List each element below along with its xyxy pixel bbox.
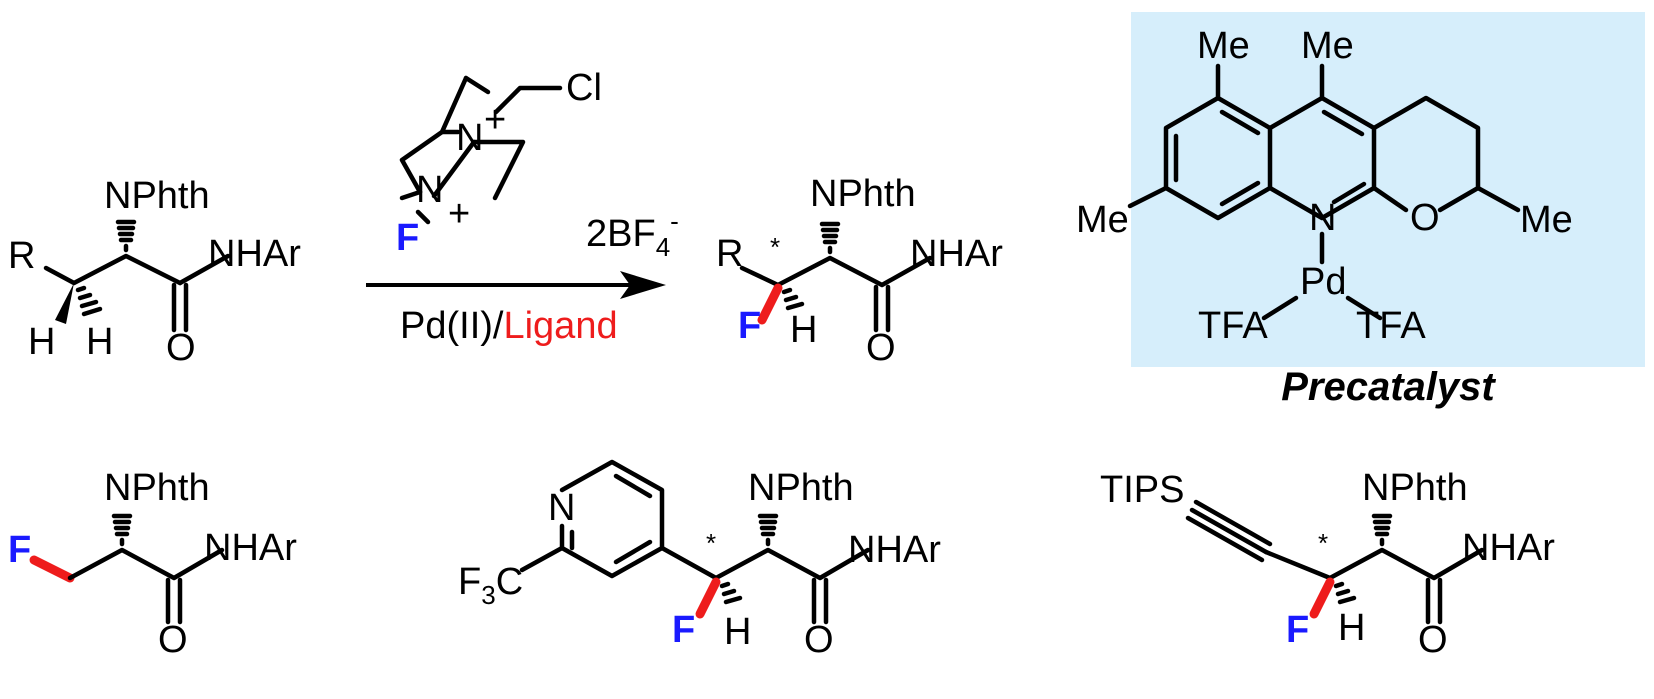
me-top-left-label: Me: [1197, 25, 1250, 67]
ex3-f-label: F: [1286, 609, 1309, 651]
example-3: TIPS * NPhth NHAr O F H: [1100, 467, 1555, 661]
n-top-label: N: [456, 117, 483, 159]
pyridine-n-label: N: [548, 487, 575, 529]
product-f-label: F: [738, 305, 761, 347]
c-f-bond-red: [29, 555, 75, 583]
precatalyst-structure: Me Me Me Me N O Pd TFA TFA: [1076, 25, 1573, 347]
product-r-label: R: [716, 233, 743, 275]
ex2-c-f-bond: [695, 577, 721, 619]
me-left-label: Me: [1076, 199, 1129, 241]
example-1: F NPhth NHAr O: [8, 467, 297, 661]
substrate: R NPhth NHAr O H H: [8, 175, 301, 369]
h-left-label: H: [28, 321, 55, 363]
ex3-c-f-bond: [1309, 577, 1335, 619]
tfa-left-label: TFA: [1198, 305, 1268, 347]
ex3-nhar-label: NHAr: [1462, 527, 1555, 569]
product-nhar-label: NHAr: [910, 233, 1003, 275]
r-group-label: R: [8, 235, 35, 277]
ex1-o-label: O: [158, 619, 188, 661]
c-f-bond: [757, 283, 783, 325]
counterion-subscript: 4: [656, 232, 670, 262]
product-nphth-label: NPhth: [810, 173, 916, 215]
product: R * NPhth NHAr O F H: [716, 173, 1003, 369]
cf3-f: F: [458, 561, 481, 603]
nhar-label: NHAr: [208, 233, 301, 275]
ring-o-label: O: [1410, 197, 1440, 239]
ex1-nhar-label: NHAr: [204, 527, 297, 569]
ex2-f-label: F: [672, 609, 695, 651]
pd-label: Pd: [1300, 261, 1346, 303]
ex1-f-label: F: [8, 529, 31, 571]
reaction-arrow: [366, 271, 666, 299]
stereocenter-star: *: [770, 232, 780, 262]
cf3-sub: 3: [481, 580, 495, 610]
example-2: N F3C * NPhth NHAr O F H: [458, 459, 941, 661]
tfa-right-label: TFA: [1356, 305, 1426, 347]
conditions-label: Pd(II)/Ligand: [400, 305, 618, 347]
ex1-nphth-label: NPhth: [104, 467, 210, 509]
bold-wedge: [55, 283, 74, 324]
product-o-label: O: [866, 327, 896, 369]
n-bottom-charge: +: [448, 193, 470, 235]
catalyst-text: Pd(II)/: [400, 305, 504, 347]
ring-n-label: N: [1309, 197, 1336, 239]
selectfluor-reagent: Cl N + N + F 2BF4-: [396, 67, 679, 262]
counterion-label: 2BF4-: [586, 206, 679, 262]
carbonyl-o-label: O: [166, 327, 196, 369]
cf3-c: C: [496, 561, 523, 603]
nphth-label: NPhth: [104, 175, 210, 217]
cl-label: Cl: [566, 67, 602, 109]
n-bottom-label: N: [416, 169, 443, 211]
ex2-o-label: O: [804, 619, 834, 661]
ex3-h-label: H: [1338, 607, 1365, 649]
me-right-label: Me: [1520, 199, 1573, 241]
me-top-right-label: Me: [1301, 25, 1354, 67]
ex3-nphth-label: NPhth: [1362, 467, 1468, 509]
ex3-o-label: O: [1418, 619, 1448, 661]
ex2-nhar-label: NHAr: [848, 529, 941, 571]
cf3-label: F3C: [458, 561, 523, 610]
ex2-star: *: [706, 528, 716, 558]
fluorine-label: F: [396, 217, 419, 259]
ex2-h-label: H: [724, 611, 751, 653]
ex2-nphth-label: NPhth: [748, 467, 854, 509]
counterion-text: 2BF: [586, 213, 656, 255]
counterion-superscript: -: [670, 206, 679, 236]
tips-label: TIPS: [1100, 469, 1184, 511]
product-h-label: H: [790, 309, 817, 351]
ex3-star: *: [1318, 528, 1328, 558]
h-right-label: H: [86, 321, 113, 363]
ligand-text: Ligand: [503, 305, 617, 347]
n-top-charge: +: [484, 99, 506, 141]
precatalyst-caption: Precatalyst: [1281, 365, 1496, 409]
